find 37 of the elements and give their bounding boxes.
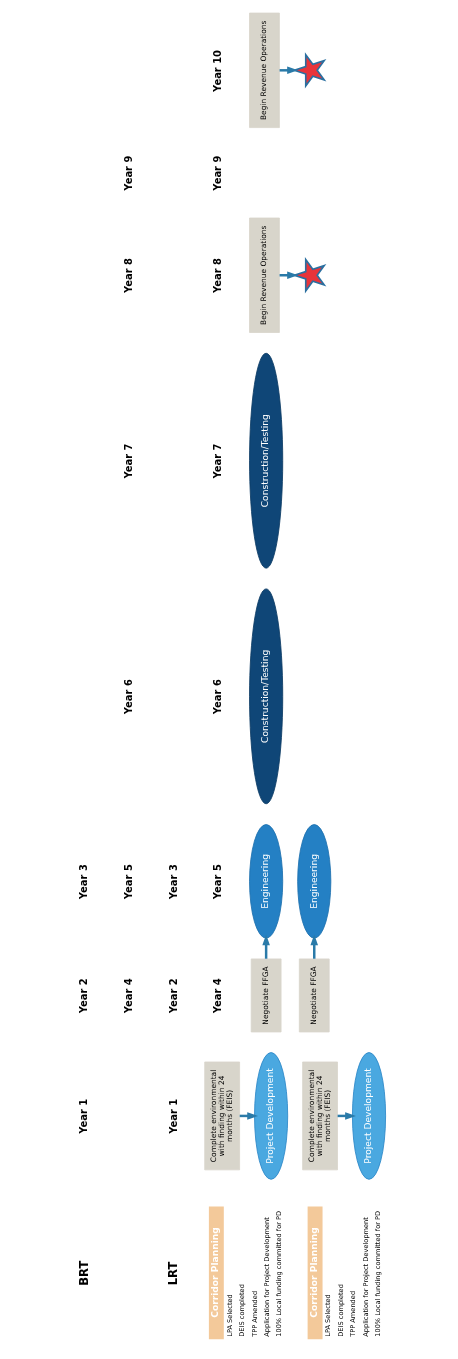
label: LRT <box>166 1261 181 1286</box>
arrow <box>279 66 298 75</box>
label: Year 6 <box>122 679 134 715</box>
label: Year 7 <box>122 443 134 479</box>
node-box: Begin Revenue Operations <box>249 12 280 128</box>
node-box: Negotiate FFGA <box>298 958 330 1033</box>
label: BRT <box>76 1260 91 1286</box>
node-ellipse: Engineering <box>249 824 284 939</box>
node-box: Complete environmental with finding within 24 months (FEIS) <box>204 1061 240 1171</box>
label: Year 4 <box>122 978 134 1014</box>
node-ellipse: Project Development <box>254 1052 289 1180</box>
node-box: Begin Revenue Operations <box>249 217 280 333</box>
label: Year 2 <box>167 978 179 1014</box>
node-box: Corridor Planning <box>208 1206 224 1340</box>
node-ellipse: Engineering <box>297 824 332 939</box>
node-ellipse: Construction/Testing <box>249 352 284 569</box>
label: Year 9 <box>122 155 134 191</box>
label: Year 8 <box>122 258 134 294</box>
label: Year 7 <box>212 443 224 479</box>
node-ellipse: Construction/Testing <box>249 588 284 805</box>
node-box: Complete environmental with finding within 24 months (FEIS) <box>302 1061 338 1171</box>
label: Year 6 <box>212 679 224 715</box>
label: Year 3 <box>78 864 89 900</box>
label: Year 3 <box>167 864 179 900</box>
node-box: Negotiate FFGA <box>250 958 282 1033</box>
node-ellipse: Project Development <box>352 1052 387 1180</box>
label: Year 2 <box>78 978 89 1014</box>
node-box: Corridor Planning <box>307 1206 323 1340</box>
label: Year 5 <box>212 864 224 900</box>
label: Year 8 <box>212 258 224 294</box>
label: Year 4 <box>212 978 224 1014</box>
label: Year 10 <box>212 49 224 92</box>
label: Year 9 <box>212 155 224 191</box>
label: Year 1 <box>78 1098 89 1134</box>
label: Year 5 <box>122 864 134 900</box>
arrow <box>279 271 298 280</box>
label: Year 1 <box>167 1098 179 1134</box>
